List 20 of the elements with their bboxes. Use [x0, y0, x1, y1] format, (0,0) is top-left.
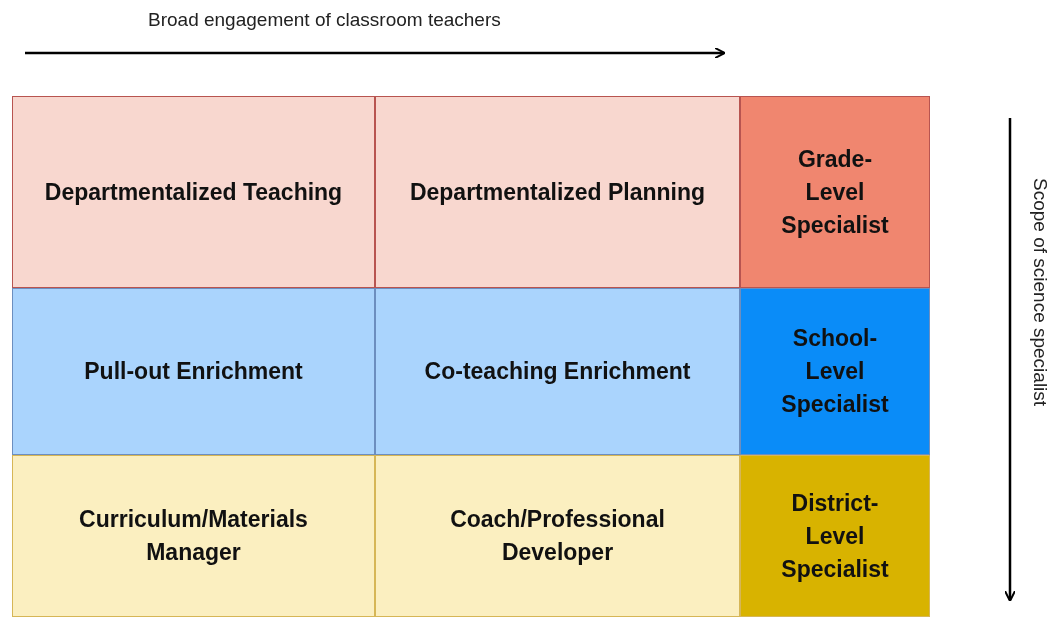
specialist-cell	[740, 455, 930, 617]
cell-label: School-Level Specialist	[780, 324, 890, 419]
cell-label: Departmentalized Planning	[409, 177, 706, 207]
cell-label: Co-teaching Enrichment	[424, 357, 691, 386]
model-cell	[12, 455, 375, 617]
specialist-cell	[740, 96, 930, 288]
cell-label: District-Level Specialist	[780, 488, 890, 584]
cell-label: Curriculum/Materials Manager	[78, 505, 309, 567]
cell-label: Pull-out Enrichment	[84, 357, 303, 386]
model-cell	[375, 288, 740, 455]
axis-label: Scope of science specialist	[1029, 178, 1051, 407]
model-cell	[12, 288, 375, 455]
axis-label: Broad engagement of classroom teachers	[148, 9, 501, 31]
model-cell	[12, 96, 375, 288]
cell-label: Grade-Level Specialist	[780, 144, 890, 240]
model-cell	[375, 96, 740, 288]
model-cell	[375, 455, 740, 617]
specialist-cell	[740, 288, 930, 455]
cell-label: Departmentalized Teaching	[44, 177, 343, 207]
cell-label: Coach/Professional Developer	[449, 505, 666, 567]
